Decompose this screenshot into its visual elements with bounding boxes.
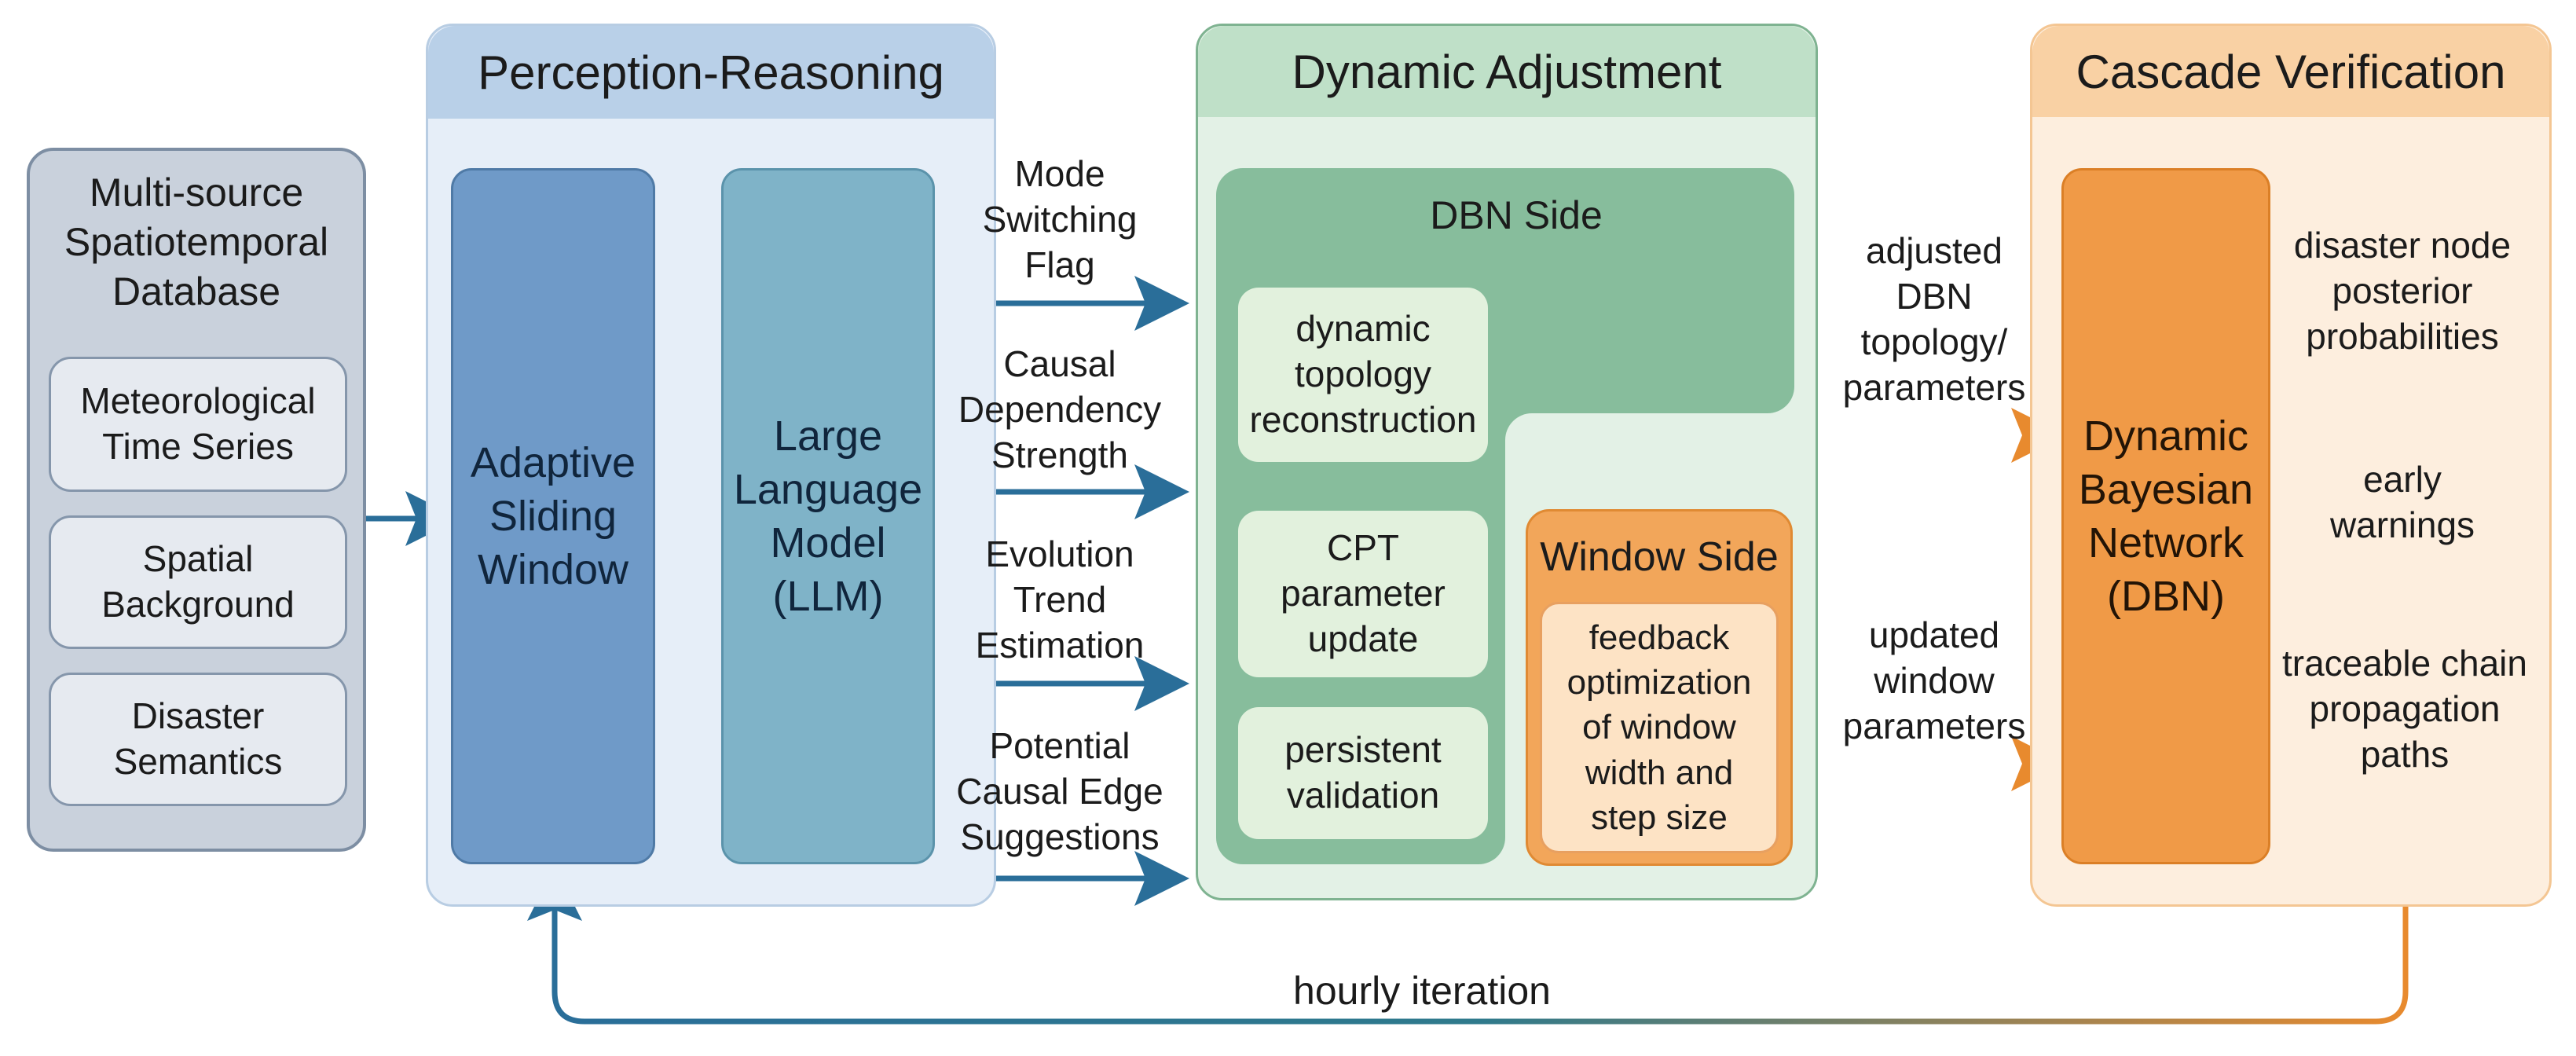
dbn-block: Dynamic Bayesian Network (DBN) [2061, 168, 2270, 864]
dbn-item-topology: dynamic topology reconstruction [1238, 288, 1488, 462]
input-item-disaster: Disaster Semantics [49, 673, 347, 806]
input-database-title: Multi-source Spatiotemporal Database [64, 170, 329, 314]
signal-label-causal-edge: Potential Causal Edge Suggestions [956, 725, 1163, 857]
window-side-title: Window Side [1540, 534, 1779, 580]
dbn-side-notch-mask [1505, 413, 1599, 508]
feedback-loop-label: hourly iteration [1293, 969, 1551, 1013]
cascade-verification-title: Cascade Verification [2032, 26, 2549, 117]
arrow-hourly-feedback [527, 798, 2409, 1025]
dbn-side-title: DBN Side [1430, 193, 1603, 237]
input-item-spatial: Spatial Background [49, 515, 347, 649]
input-item-meteorological: Meteorological Time Series [49, 357, 347, 492]
dbn-item-persistent: persistent validation [1238, 707, 1488, 839]
link-label-updated: updated window parameters [1842, 614, 2026, 746]
output-label-early-warnings: early warnings [2329, 459, 2475, 545]
adaptive-sliding-window-block: Adaptive Sliding Window [451, 168, 655, 864]
window-side-item: feedback optimization of window width an… [1540, 602, 1779, 853]
dynamic-adjustment-title: Dynamic Adjustment [1198, 26, 1816, 117]
link-label-adjusted: adjusted DBN topology/ parameters [1842, 230, 2026, 408]
output-label-posterior: disaster node posterior probabilities [2293, 225, 2512, 357]
signal-label-mode-switching: Mode Switching Flag [982, 153, 1138, 285]
signal-label-evolution-trend: Evolution Trend Estimation [975, 534, 1145, 666]
dbn-item-cpt: CPT parameter update [1238, 511, 1488, 677]
perception-reasoning-title: Perception-Reasoning [428, 26, 994, 119]
signal-label-causal-dependency: Causal Dependency Strength [958, 343, 1162, 475]
output-label-traceable-chain: traceable chain propagation paths [2282, 643, 2527, 775]
llm-block: Large Language Model (LLM) [721, 168, 935, 864]
